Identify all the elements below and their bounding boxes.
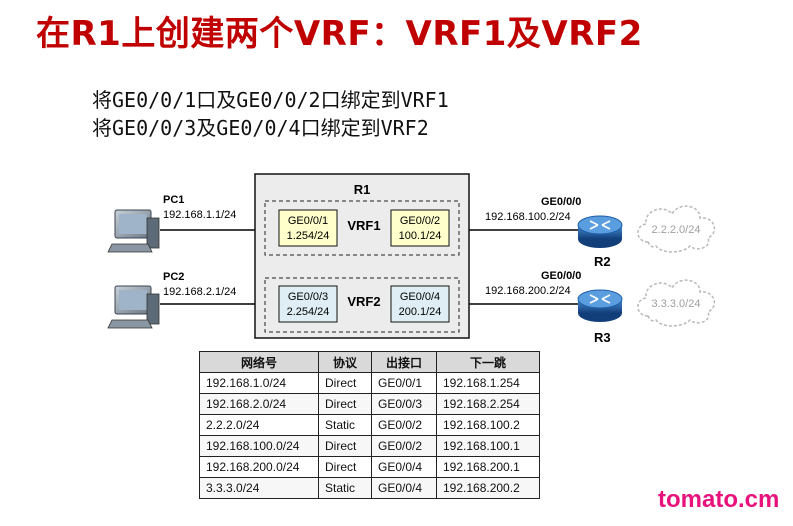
table-row: 192.168.1.0/24 Direct GE0/0/1 192.168.1.… — [199, 372, 540, 394]
vrf2-label: VRF2 — [347, 294, 380, 309]
routing-table: 网络号 协议 出接口 下一跳 192.168.1.0/24 Direct GE0… — [199, 351, 540, 499]
pc1-name: PC1 — [163, 194, 184, 206]
port-ge001-ip: 1.254/24 — [287, 230, 330, 242]
col-header-nexthop: 下一跳 — [436, 351, 540, 373]
pc2-ip: 192.168.2.1/24 — [163, 286, 236, 298]
cell-network: 192.168.2.0/24 — [199, 393, 319, 415]
pc2-computer-icon — [107, 285, 160, 329]
cell-interface: GE0/0/1 — [371, 372, 437, 394]
pc1-computer-icon — [107, 209, 160, 253]
r3-label: R3 — [594, 330, 611, 345]
vrf2-boundary — [264, 277, 460, 333]
cell-nexthop: 192.168.1.254 — [436, 372, 540, 394]
vrf1-label: VRF1 — [347, 218, 380, 233]
port-ge002-ip: 100.1/24 — [399, 230, 442, 242]
instruction-line-2: 将GE0/0/3及GE0/0/4口绑定到VRF2 — [92, 116, 429, 140]
cell-protocol: Static — [318, 414, 372, 436]
r3-port: GE0/0/0 — [541, 270, 581, 282]
r2-router-icon — [577, 215, 623, 248]
cell-protocol: Direct — [318, 435, 372, 457]
port-ge004-ip: 200.1/24 — [399, 306, 442, 318]
table-row: 192.168.200.0/24 Direct GE0/0/4 192.168.… — [199, 456, 540, 478]
port-ge002-name: GE0/0/2 — [400, 215, 440, 227]
cell-network: 3.3.3.0/24 — [199, 477, 319, 499]
cloud-icon-r3 — [637, 279, 716, 327]
port-ge001-name: GE0/0/1 — [288, 215, 328, 227]
r3-ip: 192.168.200.2/24 — [485, 285, 571, 297]
watermark-brand: tomato.cm — [658, 486, 780, 513]
pc2-name: PC2 — [163, 271, 184, 283]
table-row: 192.168.100.0/24 Direct GE0/0/2 192.168.… — [199, 435, 540, 457]
instruction-line-1: 将GE0/0/1口及GE0/0/2口绑定到VRF1 — [92, 88, 449, 112]
r2-ip: 192.168.100.2/24 — [485, 211, 571, 223]
cell-protocol: Direct — [318, 393, 372, 415]
cell-network: 192.168.200.0/24 — [199, 456, 319, 478]
vrf1-boundary — [264, 200, 460, 256]
port-ge003-name: GE0/0/3 — [288, 291, 328, 303]
r1-label: R1 — [354, 182, 371, 197]
cloud-r2-network: 2.2.2.0/24 — [652, 224, 701, 236]
table-row: 3.3.3.0/24 Static GE0/0/4 192.168.200.2 — [199, 477, 540, 499]
cell-nexthop: 192.168.200.1 — [436, 456, 540, 478]
r3-router-icon — [577, 289, 623, 322]
cell-interface: GE0/0/4 — [371, 456, 437, 478]
port-ge003-ip: 2.254/24 — [287, 306, 330, 318]
cell-network: 192.168.1.0/24 — [199, 372, 319, 394]
cell-nexthop: 192.168.200.2 — [436, 477, 540, 499]
cell-interface: GE0/0/2 — [371, 414, 437, 436]
port-ge002 — [390, 209, 450, 247]
cell-nexthop: 192.168.100.2 — [436, 414, 540, 436]
cell-interface: GE0/0/4 — [371, 477, 437, 499]
cell-nexthop: 192.168.2.254 — [436, 393, 540, 415]
port-ge001 — [278, 209, 338, 247]
col-header-protocol: 协议 — [318, 351, 372, 373]
page-title: 在R1上创建两个VRF：VRF1及VRF2 — [36, 14, 643, 54]
col-header-network: 网络号 — [199, 351, 319, 373]
r2-label: R2 — [594, 254, 611, 269]
port-ge004-name: GE0/0/4 — [400, 291, 440, 303]
routing-table-header: 网络号 协议 出接口 下一跳 — [199, 351, 540, 373]
pc1-ip: 192.168.1.1/24 — [163, 209, 236, 221]
cloud-r3-network: 3.3.3.0/24 — [652, 298, 701, 310]
cell-protocol: Direct — [318, 456, 372, 478]
cell-network: 2.2.2.0/24 — [199, 414, 319, 436]
cell-interface: GE0/0/3 — [371, 393, 437, 415]
port-ge003 — [278, 285, 338, 323]
cell-network: 192.168.100.0/24 — [199, 435, 319, 457]
table-row: 2.2.2.0/24 Static GE0/0/2 192.168.100.2 — [199, 414, 540, 436]
r2-port: GE0/0/0 — [541, 196, 581, 208]
cell-protocol: Static — [318, 477, 372, 499]
cell-nexthop: 192.168.100.1 — [436, 435, 540, 457]
port-ge004 — [390, 285, 450, 323]
table-row: 192.168.2.0/24 Direct GE0/0/3 192.168.2.… — [199, 393, 540, 415]
cell-interface: GE0/0/2 — [371, 435, 437, 457]
col-header-interface: 出接口 — [371, 351, 437, 373]
cell-protocol: Direct — [318, 372, 372, 394]
cloud-icon-r2 — [637, 205, 716, 253]
